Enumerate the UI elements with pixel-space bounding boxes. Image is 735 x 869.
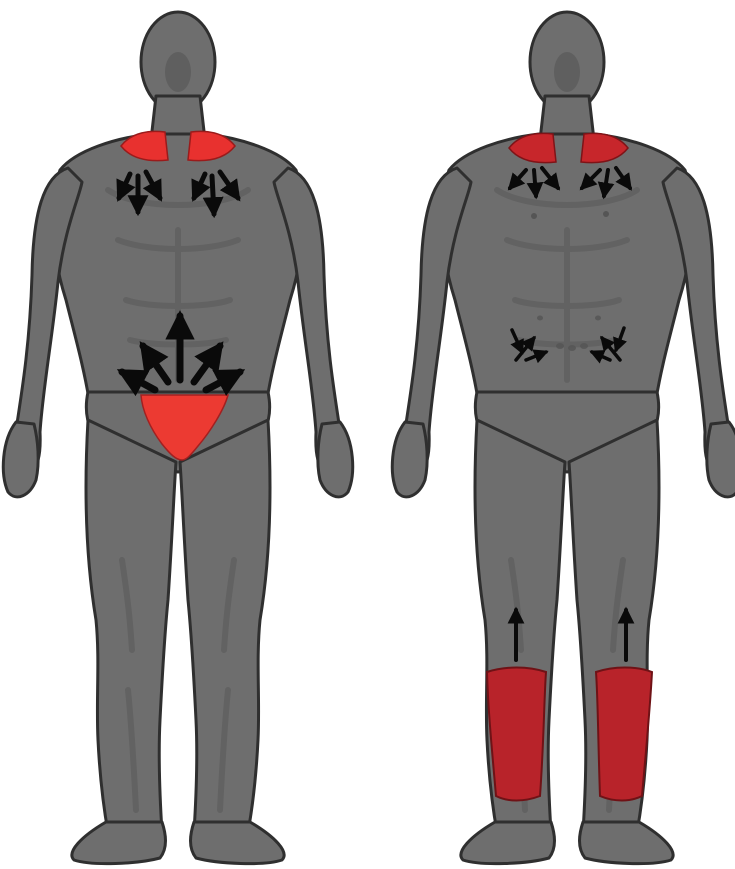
- left-body-figure: [3, 12, 352, 864]
- right-body-figure: [392, 12, 735, 864]
- left-shin-highlight: [487, 668, 546, 801]
- right-shin-highlight: [596, 668, 652, 801]
